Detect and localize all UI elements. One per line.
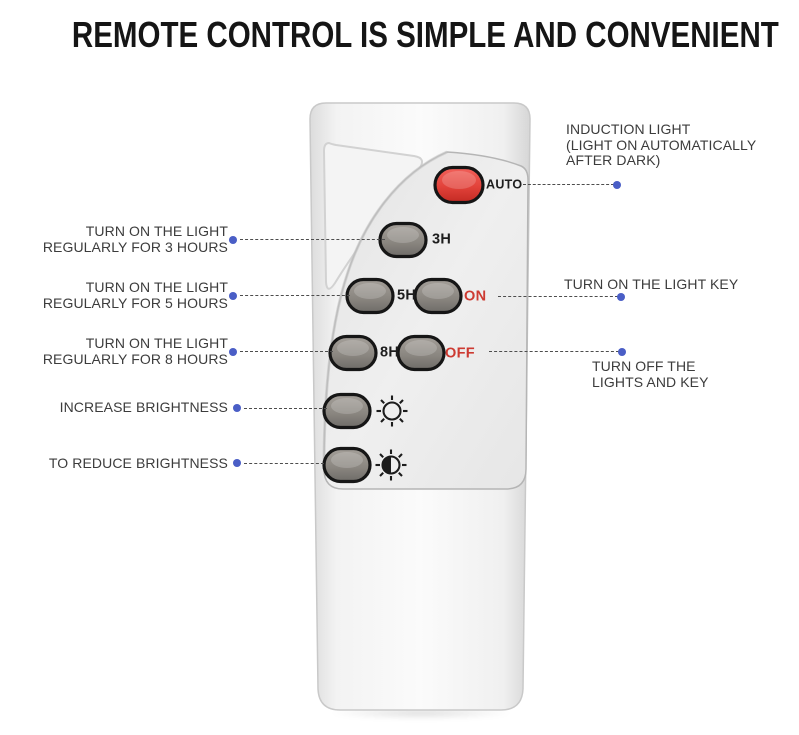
auto-button xyxy=(433,165,485,205)
leader-dot-auto xyxy=(613,181,621,189)
annotation-line: INDUCTION LIGHT xyxy=(566,121,691,137)
page-title: REMOTE CONTROL IS SIMPLE AND CONVENIENT xyxy=(71,14,779,55)
annotation-turn-on-key: TURN ON THE LIGHT KEY xyxy=(564,276,739,293)
auto-button-label: AUTO xyxy=(486,177,523,192)
annotation-line: REGULARLY FOR 3 HOURS xyxy=(42,238,228,255)
leader-dot-on xyxy=(617,293,625,301)
annotation-line: TURN ON THE LIGHT KEY xyxy=(564,276,739,292)
leader-line-auto xyxy=(523,184,614,185)
leader-line-brightness-down xyxy=(244,463,324,464)
leader-dot-brightness-up xyxy=(233,404,241,412)
annotation-line: REGULARLY FOR 8 HOURS xyxy=(42,350,228,367)
leader-dot-off xyxy=(618,348,626,356)
brightness-up-button xyxy=(322,392,372,430)
leader-line-on xyxy=(498,296,618,297)
brightness-down-button xyxy=(322,446,372,484)
sun-icon xyxy=(376,395,408,427)
annotation-line: REGULARLY FOR 5 HOURS xyxy=(42,294,228,311)
timer-5h-label: 5H xyxy=(397,287,417,304)
annotation-timer-3h: TURN ON THE LIGHT REGULARLY FOR 3 HOURS xyxy=(42,223,228,255)
off-label: OFF xyxy=(445,345,475,362)
leader-line-off xyxy=(489,351,619,352)
annotation-line: TURN ON THE LIGHT xyxy=(85,335,228,351)
annotation-reduce-brightness: TO REDUCE BRIGHTNESS xyxy=(48,455,228,472)
annotation-turn-off-key: TURN OFF THE LIGHTS AND KEY xyxy=(592,358,709,390)
leader-dot-brightness-down xyxy=(233,459,241,467)
annotation-line: AFTER DARK) xyxy=(566,152,661,168)
timer-8h-label: 8H xyxy=(380,344,400,361)
leader-line-5h xyxy=(240,295,350,296)
annotation-induction-light: INDUCTION LIGHT (LIGHT ON AUTOMATICALLY … xyxy=(566,121,757,169)
leader-line-8h xyxy=(240,351,333,352)
off-button xyxy=(396,334,446,372)
timer-3h-label: 3H xyxy=(432,231,452,248)
annotation-line: LIGHTS AND KEY xyxy=(592,373,709,390)
remote-control-image xyxy=(309,102,531,711)
annotation-line: (LIGHT ON AUTOMATICALLY xyxy=(566,136,757,153)
on-label: ON xyxy=(464,288,487,305)
annotation-line: TURN ON THE LIGHT xyxy=(85,223,228,239)
timer-8h-button xyxy=(328,334,378,372)
on-button xyxy=(413,277,463,315)
annotation-timer-5h: TURN ON THE LIGHT REGULARLY FOR 5 HOURS xyxy=(42,279,228,311)
leader-dot-3h xyxy=(229,236,237,244)
leader-line-3h xyxy=(240,239,385,240)
timer-3h-button xyxy=(378,221,428,259)
annotation-timer-8h: TURN ON THE LIGHT REGULARLY FOR 8 HOURS xyxy=(42,335,228,367)
sun-half-icon xyxy=(375,449,407,481)
timer-5h-button xyxy=(345,277,395,315)
annotation-line: INCREASE BRIGHTNESS xyxy=(59,399,228,415)
leader-dot-8h xyxy=(229,348,237,356)
annotation-line: TURN OFF THE xyxy=(592,358,696,374)
leader-line-brightness-up xyxy=(244,408,327,409)
annotation-line: TO REDUCE BRIGHTNESS xyxy=(48,455,228,471)
annotation-line: TURN ON THE LIGHT xyxy=(85,279,228,295)
leader-dot-5h xyxy=(229,292,237,300)
annotation-increase-brightness: INCREASE BRIGHTNESS xyxy=(59,399,228,416)
